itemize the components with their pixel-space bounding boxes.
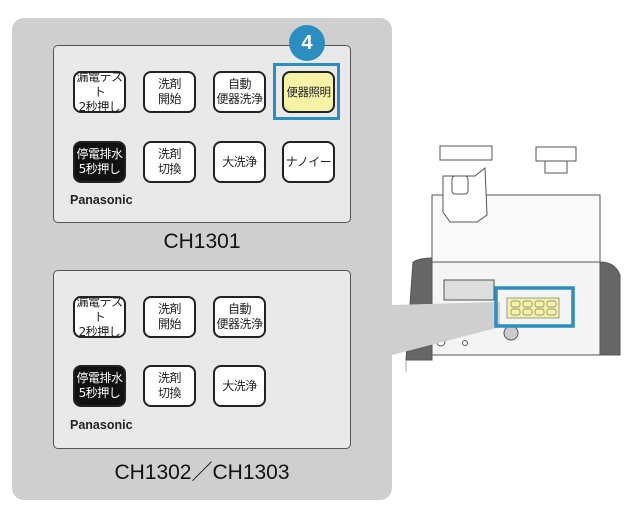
auto-flush-button[interactable]: 自動 便器洗浄 — [213, 296, 266, 338]
model-label: CH1302／CH1303 — [114, 461, 290, 484]
brand-logo: Panasonic — [70, 193, 133, 207]
brand-logo: Panasonic — [70, 418, 133, 432]
control-board — [506, 297, 560, 319]
auto-flush-button[interactable]: 自動 便器洗浄 — [213, 71, 266, 113]
callout-wedge — [392, 302, 500, 355]
step-badge: 4 — [289, 25, 325, 61]
remote-ch1301: 漏電テスト 2秒押し 洗剤 開始 自動 便器洗浄 便器照明 停電排水 5秒押し … — [53, 45, 351, 223]
board-highlight-box — [494, 286, 575, 328]
model-label: CH1301 — [163, 230, 241, 253]
power-outage-drain-button[interactable]: 停電排水 5秒押し — [73, 141, 126, 183]
remote-ch1302-ch1303: 漏電テスト 2秒押し 洗剤 開始 自動 便器洗浄 停電排水 5秒押し 洗剤 切換… — [53, 270, 351, 449]
large-flush-button[interactable]: 大洗浄 — [213, 141, 266, 183]
leak-test-button[interactable]: 漏電テスト 2秒押し — [73, 70, 126, 114]
highlight-box — [273, 63, 340, 120]
bowl-light-button[interactable]: 便器照明 — [282, 71, 335, 113]
leak-test-button[interactable]: 漏電テスト 2秒押し — [73, 295, 126, 339]
detergent-switch-button[interactable]: 洗剤 切換 — [143, 141, 196, 183]
large-flush-button[interactable]: 大洗浄 — [213, 365, 266, 407]
power-outage-drain-button[interactable]: 停電排水 5秒押し — [73, 365, 126, 407]
detergent-start-button[interactable]: 洗剤 開始 — [143, 296, 196, 338]
detergent-start-button[interactable]: 洗剤 開始 — [143, 71, 196, 113]
detergent-switch-button[interactable]: 洗剤 切換 — [143, 365, 196, 407]
nanoe-button[interactable]: ナノイー — [282, 141, 335, 183]
